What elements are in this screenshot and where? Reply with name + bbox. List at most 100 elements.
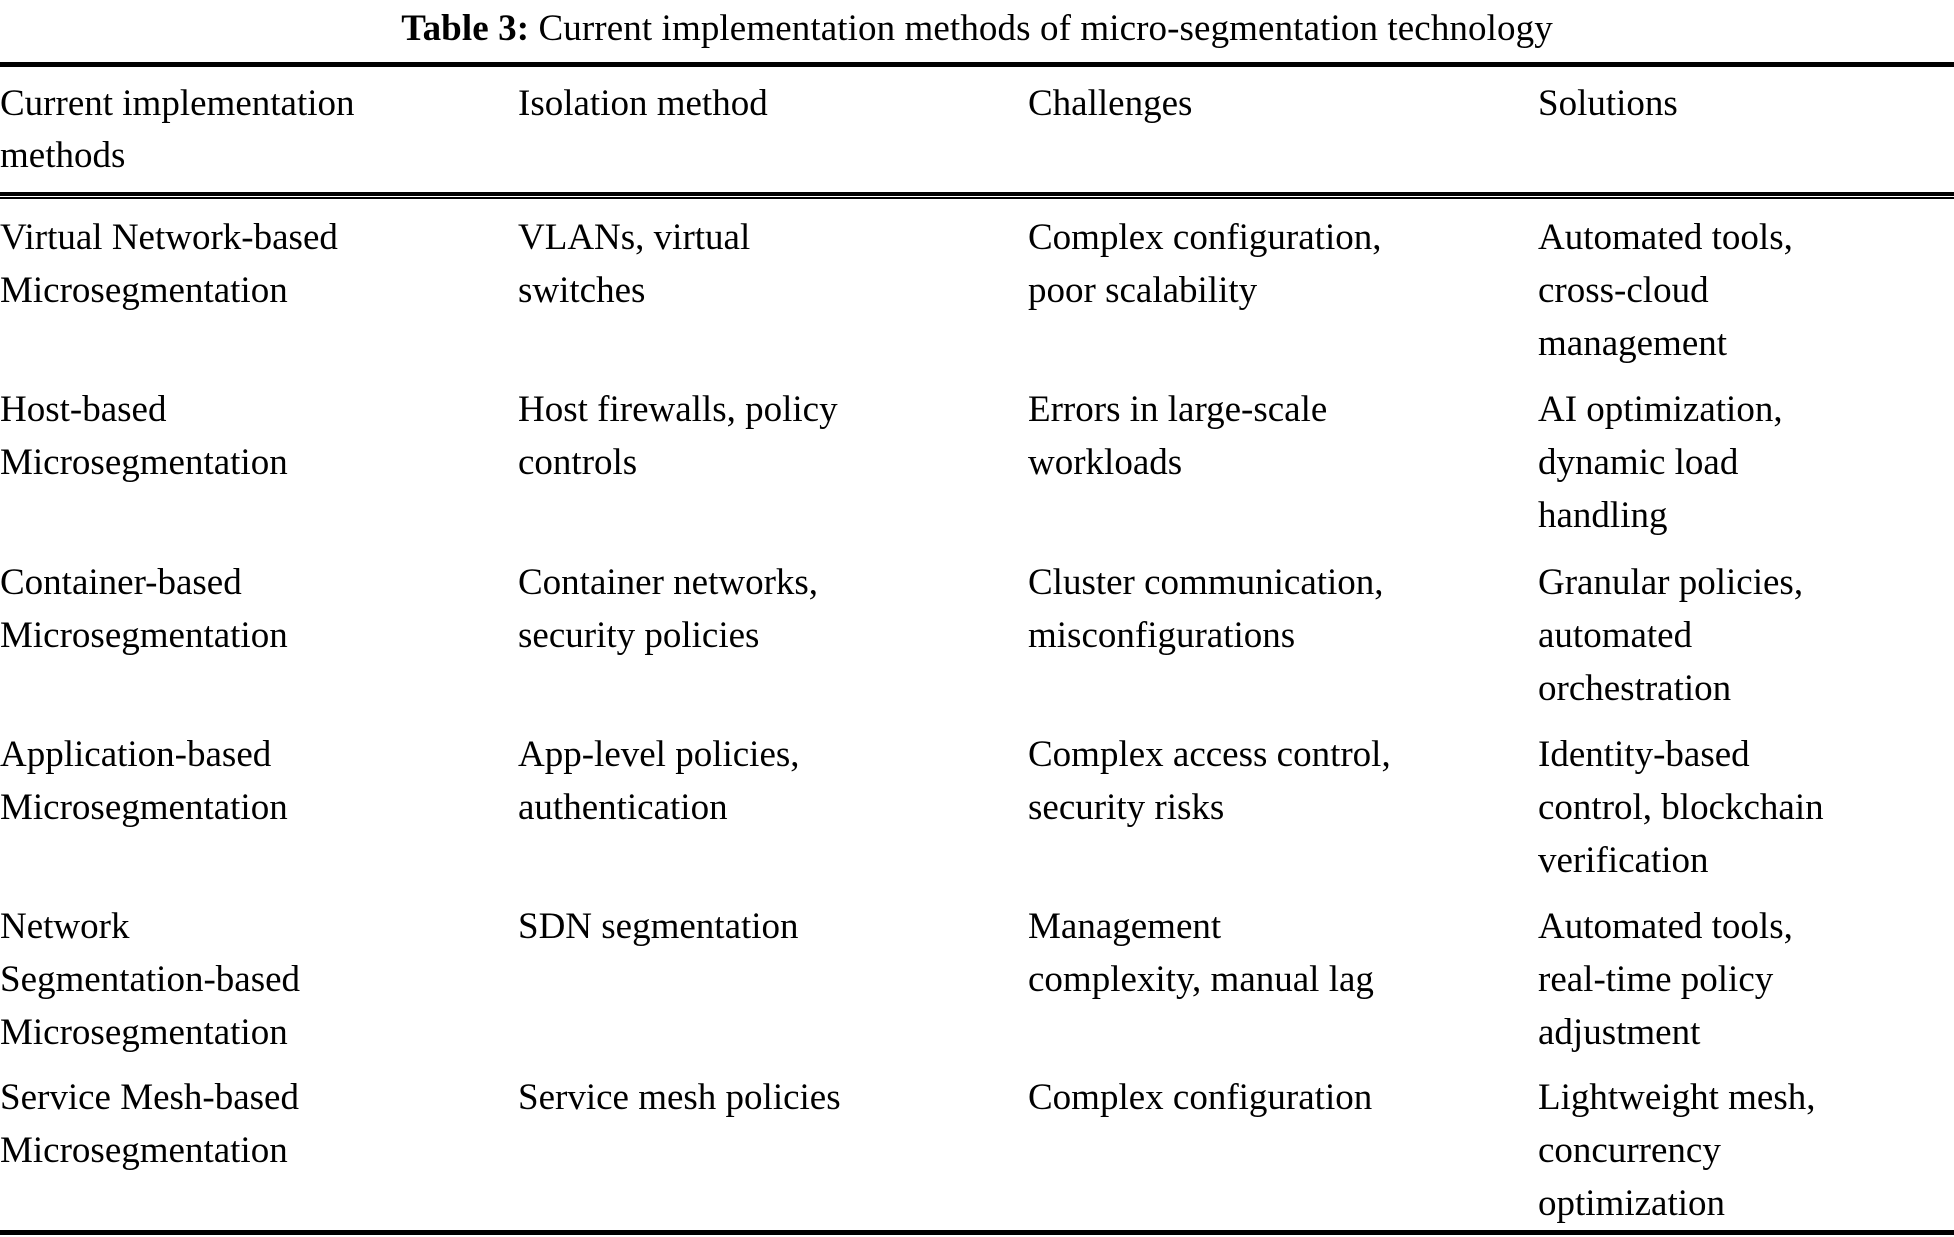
cell-line: Lightweight mesh,	[1538, 1077, 1816, 1118]
table-header-rule-upper	[0, 192, 1954, 196]
cell-line: Automated tools,	[1538, 217, 1793, 258]
column-header-current-implementation-methods: Current implementation methods	[0, 78, 518, 182]
cell-line: App-level policies,	[518, 734, 800, 775]
column-header-line: Challenges	[1028, 83, 1193, 124]
cell-challenges: Management complexity, manual lag	[1028, 894, 1538, 1059]
cell-solutions: Automated tools, real-time policy adjust…	[1538, 894, 1954, 1059]
column-header-solutions: Solutions	[1538, 78, 1954, 182]
cell-line: Microsegmentation	[0, 1012, 288, 1053]
cell-line: Microsegmentation	[0, 442, 288, 483]
cell-line: VLANs, virtual	[518, 217, 751, 258]
cell-line: complexity, manual lag	[1028, 959, 1374, 1000]
cell-line: real-time policy	[1538, 959, 1774, 1000]
cell-line: handling	[1538, 495, 1668, 536]
table-row: Host-based Microsegmentation Host firewa…	[0, 371, 1954, 544]
cell-line: automated	[1538, 615, 1693, 656]
cell-challenges: Errors in large-scale workloads	[1028, 377, 1538, 544]
table-bottom-rule	[0, 1230, 1954, 1235]
table-header-rule-lower	[0, 197, 1954, 199]
cell-challenges: Cluster communication, misconfigurations	[1028, 550, 1538, 716]
cell-line: Complex access control,	[1028, 734, 1391, 775]
cell-line: Microsegmentation	[0, 615, 288, 656]
cell-method: Host-based Microsegmentation	[0, 377, 518, 544]
cell-line: Microsegmentation	[0, 1130, 288, 1171]
table-body: Virtual Network-based Microsegmentation …	[0, 199, 1954, 1230]
cell-line: Network	[0, 906, 130, 947]
table-top-rule	[0, 62, 1954, 67]
column-header-challenges: Challenges	[1028, 78, 1538, 182]
cell-method: Container-based Microsegmentation	[0, 550, 518, 716]
table-row: Container-based Microsegmentation Contai…	[0, 544, 1954, 716]
cell-line: adjustment	[1538, 1012, 1701, 1053]
cell-challenges: Complex access control, security risks	[1028, 722, 1538, 888]
cell-line: Virtual Network-based	[0, 217, 338, 258]
cell-line: control, blockchain	[1538, 787, 1824, 828]
cell-line: optimization	[1538, 1183, 1726, 1224]
cell-line: poor scalability	[1028, 270, 1258, 311]
cell-line: Cluster communication,	[1028, 562, 1384, 603]
cell-solutions: Lightweight mesh, concurrency optimizati…	[1538, 1065, 1954, 1230]
column-header-line: Current implementation	[0, 83, 355, 124]
cell-line: Automated tools,	[1538, 906, 1793, 947]
cell-line: Container-based	[0, 562, 242, 603]
cell-method: Virtual Network-based Microsegmentation	[0, 205, 518, 371]
cell-line: dynamic load	[1538, 442, 1739, 483]
cell-method: Service Mesh-based Microsegmentation	[0, 1065, 518, 1230]
table-caption-label: Table 3:	[401, 8, 530, 49]
cell-line: Host-based	[0, 389, 167, 430]
cell-line: orchestration	[1538, 668, 1732, 709]
table-header-row: Current implementation methods Isolation…	[0, 67, 1954, 192]
table-header-rule	[0, 192, 1954, 199]
table-caption: Table 3: Current implementation methods …	[0, 0, 1954, 58]
cell-solutions: AI optimization, dynamic load handling	[1538, 377, 1954, 544]
cell-solutions: Identity-based control, blockchain verif…	[1538, 722, 1954, 888]
cell-solutions: Automated tools, cross-cloud management	[1538, 205, 1954, 371]
cell-line: Errors in large-scale	[1028, 389, 1328, 430]
cell-method: Network Segmentation-based Microsegmenta…	[0, 894, 518, 1059]
table-row: Network Segmentation-based Microsegmenta…	[0, 888, 1954, 1059]
table-row: Virtual Network-based Microsegmentation …	[0, 199, 1954, 371]
cell-line: Microsegmentation	[0, 270, 288, 311]
column-header-line: methods	[0, 135, 126, 176]
cell-line: controls	[518, 442, 638, 483]
column-header-isolation-method: Isolation method	[518, 78, 1028, 182]
table-row: Application-based Microsegmentation App-…	[0, 716, 1954, 888]
cell-line: SDN segmentation	[518, 906, 799, 947]
column-header-line: Solutions	[1538, 83, 1678, 124]
cell-line: cross-cloud	[1538, 270, 1709, 311]
cell-line: Service Mesh-based	[0, 1077, 299, 1118]
cell-line: Management	[1028, 906, 1222, 947]
cell-line: switches	[518, 270, 646, 311]
cell-line: Microsegmentation	[0, 787, 288, 828]
cell-isolation-method: SDN segmentation	[518, 894, 1028, 1059]
cell-line: Application-based	[0, 734, 272, 775]
table-row: Service Mesh-based Microsegmentation Ser…	[0, 1059, 1954, 1230]
cell-line: Service mesh policies	[518, 1077, 841, 1118]
column-header-line: Isolation method	[518, 83, 768, 124]
cell-line: concurrency	[1538, 1130, 1721, 1171]
cell-solutions: Granular policies, automated orchestrati…	[1538, 550, 1954, 716]
cell-line: misconfigurations	[1028, 615, 1296, 656]
cell-line: Host firewalls, policy	[518, 389, 838, 430]
cell-line: authentication	[518, 787, 728, 828]
cell-line: Complex configuration	[1028, 1077, 1373, 1118]
table-caption-text: Current implementation methods of micro-…	[538, 8, 1553, 49]
cell-isolation-method: Service mesh policies	[518, 1065, 1028, 1230]
cell-line: Container networks,	[518, 562, 819, 603]
cell-line: AI optimization,	[1538, 389, 1783, 430]
cell-line: Granular policies,	[1538, 562, 1804, 603]
cell-method: Application-based Microsegmentation	[0, 722, 518, 888]
cell-line: security risks	[1028, 787, 1225, 828]
cell-line: Complex configuration,	[1028, 217, 1382, 258]
cell-challenges: Complex configuration	[1028, 1065, 1538, 1230]
cell-isolation-method: App-level policies, authentication	[518, 722, 1028, 888]
cell-line: workloads	[1028, 442, 1183, 483]
cell-line: verification	[1538, 840, 1709, 881]
cell-line: Segmentation-based	[0, 959, 301, 1000]
cell-isolation-method: Container networks, security policies	[518, 550, 1028, 716]
cell-line: Identity-based	[1538, 734, 1750, 775]
cell-challenges: Complex configuration, poor scalability	[1028, 205, 1538, 371]
cell-isolation-method: Host firewalls, policy controls	[518, 377, 1028, 544]
cell-isolation-method: VLANs, virtual switches	[518, 205, 1028, 371]
